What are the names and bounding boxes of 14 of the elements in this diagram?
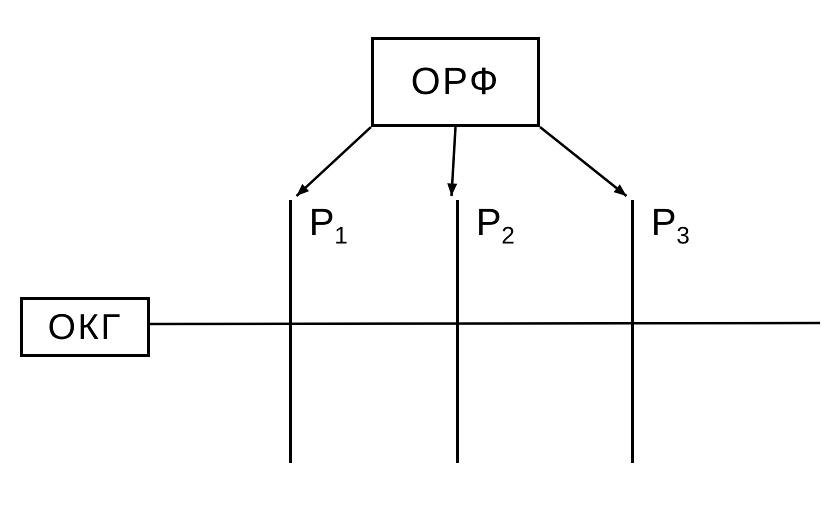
vertical-line (631, 200, 634, 463)
connector-line (150, 322, 820, 326)
arrow (296, 126, 372, 197)
label-box (371, 37, 540, 127)
arrow (539, 126, 628, 197)
line-label: Р$_{3}$ (651, 202, 690, 251)
arrow (447, 126, 458, 196)
label-box (20, 297, 150, 357)
line-label: Р$_{2}$ (476, 202, 515, 251)
vertical-line (456, 200, 459, 463)
line-label: Р$_{1}$ (309, 202, 348, 251)
vertical-line (289, 200, 292, 463)
box-label: ОКГ (48, 306, 122, 348)
box-label: ОРФ (410, 60, 500, 104)
